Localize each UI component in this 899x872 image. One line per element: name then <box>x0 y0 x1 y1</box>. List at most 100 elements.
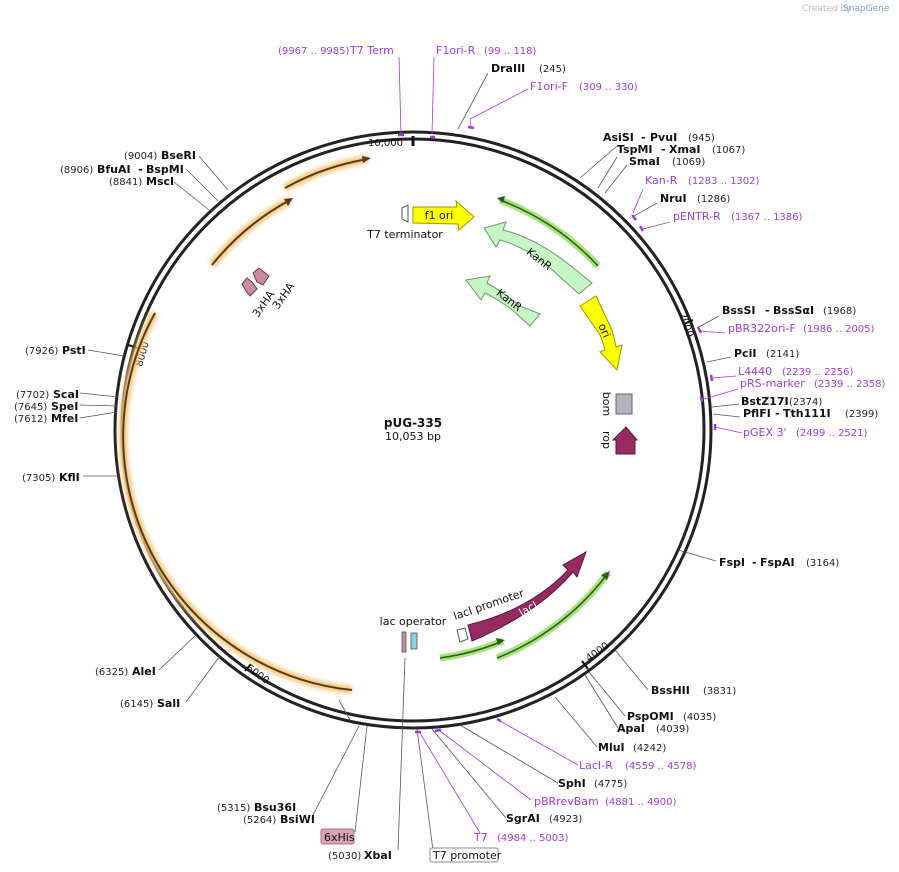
primer-f1ori-f[interactable]: F1ori-F <box>530 80 568 93</box>
site-bsshii[interactable]: BssHII <box>651 684 690 697</box>
site-bsssai[interactable]: BssSαI <box>773 304 814 317</box>
site-sali[interactable]: SalI <box>157 697 180 710</box>
primer-prs-marker[interactable]: pRS-marker <box>740 377 805 390</box>
site-kfli[interactable]: KflI <box>59 471 80 484</box>
site-pcii[interactable]: PciI <box>734 347 756 360</box>
site-bfuai[interactable]: BfuAI <box>97 163 131 176</box>
site-msci[interactable]: MscI <box>146 175 174 188</box>
bom-feature[interactable]: bom <box>600 392 633 416</box>
kanr-feature-2[interactable]: KanR <box>465 275 541 327</box>
site-spei[interactable]: SpeI <box>51 400 78 413</box>
site-pos-psti: (7926) <box>25 346 58 357</box>
site-pos-pcii: (2141) <box>766 349 799 360</box>
site-pos-scai: (7702) <box>16 390 49 401</box>
leader-lines <box>79 56 743 851</box>
primer-pos-pgex3: (2499 .. 2521) <box>796 428 868 439</box>
site-alei[interactable]: AleI <box>132 665 156 678</box>
site-apai[interactable]: ApaI <box>617 722 645 735</box>
site-pos-smai: (1069) <box>672 157 705 168</box>
labels: (9967 .. 9985) T7 Term F1ori-R (99 .. 11… <box>14 44 886 863</box>
site-pos-pspomi: (4035) <box>683 712 716 723</box>
ha-tag-feature-1[interactable]: 3xHA <box>241 277 278 320</box>
site-nrui[interactable]: NruI <box>660 192 687 205</box>
site-fspi[interactable]: FspI <box>719 556 745 569</box>
site-mlui[interactable]: MluI <box>598 741 625 754</box>
ori-label: ori <box>595 321 613 339</box>
svg-text:-: - <box>752 556 757 569</box>
site-tth111i[interactable]: Tth111I <box>783 407 831 420</box>
site-pos-sali: (6145) <box>120 699 153 710</box>
site-draiii[interactable]: DraIII <box>491 62 525 75</box>
site-pos-kfli: (7305) <box>22 473 55 484</box>
site-bsu36i[interactable]: Bsu36I <box>254 801 296 814</box>
primer-pos-f1ori-f: (309 .. 330) <box>579 82 638 93</box>
site-pos-alei: (6325) <box>95 667 128 678</box>
site-sphi[interactable]: SphI <box>558 777 586 790</box>
site-pos-mlui: (4242) <box>633 743 666 754</box>
site-pos-apai: (4039) <box>656 724 689 735</box>
lac-operator-feature[interactable]: lac operator <box>380 615 447 653</box>
primer-pos-f1ori-r: (99 .. 118) <box>484 46 536 57</box>
site-xbai[interactable]: XbaI <box>364 849 392 862</box>
rop-feature[interactable]: rop <box>600 426 639 455</box>
primer-pentr-r[interactable]: pENTR-R <box>673 210 721 223</box>
site-pos-xmai: (1067) <box>712 145 745 156</box>
site-scai[interactable]: ScaI <box>53 388 79 401</box>
ori-feature[interactable]: ori <box>579 295 623 372</box>
site-mfei[interactable]: MfeI <box>51 412 78 425</box>
primer-pos-pentr-r: (1367 .. 1386) <box>731 212 803 223</box>
primer-pos-laci-r: (4559 .. 4578) <box>625 761 697 772</box>
primer-pbr322ori-f[interactable]: pBR322ori-F <box>728 322 796 335</box>
site-xmai[interactable]: XmaI <box>669 143 700 156</box>
site-pos-bsssai: (1968) <box>823 306 856 317</box>
site-pos-nrui: (1286) <box>697 194 730 205</box>
t7-terminator-feature[interactable]: T7 terminator <box>366 204 443 241</box>
site-pos-msci: (8841) <box>109 177 142 188</box>
primer-pbrrevbam[interactable]: pBRrevBam <box>534 795 599 808</box>
site-bstz17i[interactable]: BstZ17I <box>741 395 789 408</box>
site-bsiwi[interactable]: BsiWI <box>280 813 315 826</box>
tick-label-10000: 10,000 <box>368 138 403 149</box>
site-tspmi[interactable]: TspMI <box>617 143 653 156</box>
svg-text:-: - <box>661 143 666 156</box>
site-pos-spei: (7645) <box>14 402 47 413</box>
site-sgrai[interactable]: SgrAI <box>506 812 540 825</box>
primer-kan-r[interactable]: Kan-R <box>645 174 678 187</box>
primer-t7[interactable]: T7 <box>473 831 488 844</box>
site-bsssi[interactable]: BssSI <box>722 304 756 317</box>
primer-pos-prs-marker: (2339 .. 2358) <box>814 379 886 390</box>
site-pos-sphi: (4775) <box>594 779 627 790</box>
primer-laci-r[interactable]: LacI-R <box>579 759 613 772</box>
site-pspomi[interactable]: PspOMI <box>627 710 674 723</box>
primer-f1ori-r[interactable]: F1ori-R <box>436 44 476 57</box>
site-pos-draiii: (245) <box>539 64 566 75</box>
site-pos-bstz17i: (2374) <box>789 397 822 408</box>
primer-t7-term[interactable]: T7 Term <box>349 44 394 57</box>
laci-feature[interactable]: lacI <box>467 550 587 642</box>
his-tag-label[interactable]: 6xHis <box>324 831 355 844</box>
his-tag-box <box>320 828 355 845</box>
site-psti[interactable]: PstI <box>62 344 86 357</box>
site-bspmi[interactable]: BspMI <box>146 163 184 176</box>
site-pos-bsshii: (3831) <box>703 686 736 697</box>
tick-4000 <box>581 660 589 670</box>
site-pos-bsiwi: (5264) <box>243 815 276 826</box>
site-pos-mfei: (7612) <box>14 414 47 425</box>
f1-ori-feature[interactable]: f1 ori <box>412 199 475 231</box>
site-smai[interactable]: SmaI <box>629 155 660 168</box>
site-pos-sgrai: (4923) <box>549 814 582 825</box>
svg-text:-: - <box>775 407 780 420</box>
site-fspai[interactable]: FspAI <box>760 556 795 569</box>
plasmid-size: 10,053 bp <box>385 430 441 443</box>
primer-pgex3[interactable]: pGEX 3' <box>743 426 787 439</box>
tick-6000 <box>244 663 252 672</box>
kanr-feature-1[interactable]: KanR <box>483 221 593 295</box>
bom-label: bom <box>600 392 613 416</box>
site-pflfi[interactable]: PflFI <box>743 407 771 420</box>
site-asisi[interactable]: AsiSI <box>603 131 634 144</box>
primer-l4440[interactable]: L4440 <box>738 365 772 378</box>
site-pos-tth111i: (2399) <box>845 409 878 420</box>
t7-promoter-label[interactable]: T7 promoter <box>432 849 502 862</box>
site-bseri[interactable]: BseRI <box>161 149 196 162</box>
site-pvui[interactable]: PvuI <box>650 131 677 144</box>
